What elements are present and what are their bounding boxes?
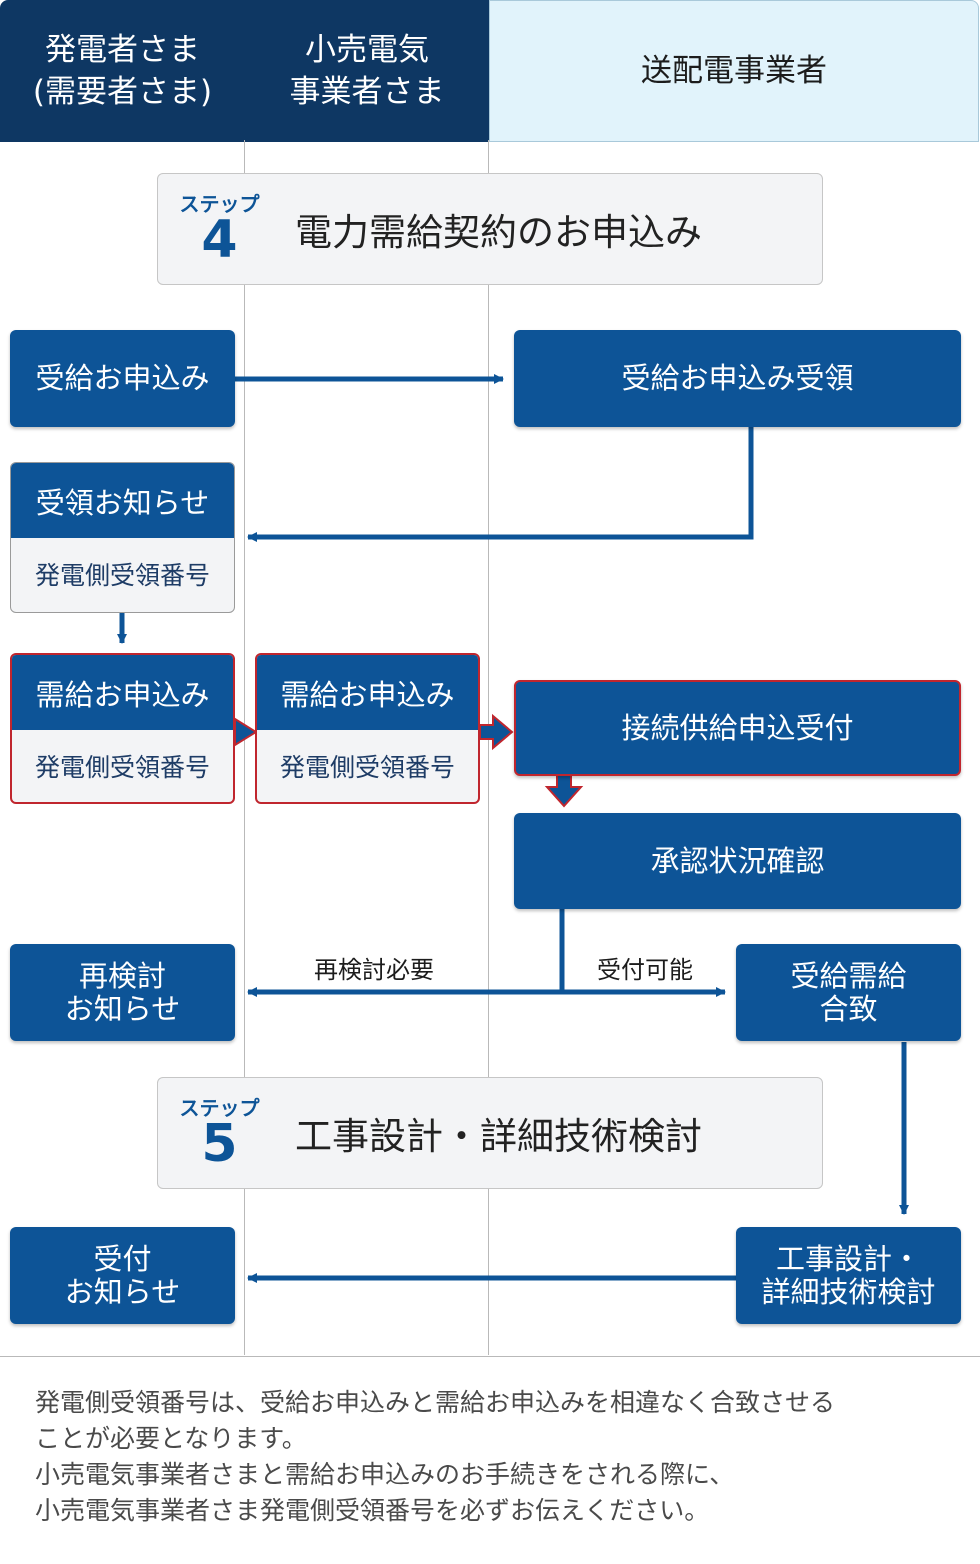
- lane-divider-2: [488, 140, 489, 1355]
- lane-header-transmission: 送配電事業者: [489, 0, 979, 142]
- receipt-notice-box: 受領お知らせ 発電側受領番号: [10, 462, 235, 613]
- demand-apply-retailer-box: 需給お申込み 発電側受領番号: [255, 653, 480, 804]
- receipt-notice-title: 受領お知らせ: [11, 463, 234, 538]
- note-divider: [0, 1356, 980, 1357]
- demand-apply-generator-box: 需給お申込み 発電側受領番号: [10, 653, 235, 804]
- footnote-line: 小売電気事業者さま発電側受領番号を必ずお伝えください。: [35, 1496, 710, 1525]
- approval-check-box: 承認状況確認: [514, 813, 961, 909]
- arrow-gen-to-retail: [234, 717, 258, 747]
- demand-apply-generator-title: 需給お申込み: [12, 655, 233, 730]
- lane-header-generator: 発電者さま (需要者さま): [0, 0, 245, 142]
- footnote: 発電側受領番号は、受給お申込みと需給お申込みを相違なく合致させる ことが必要とな…: [35, 1385, 955, 1529]
- step-4-banner: ステップ 4 電力需給契約のお申込み: [157, 173, 823, 285]
- step-number: 4: [201, 210, 238, 270]
- step-5-banner: ステップ 5 工事設計・詳細技術検討: [157, 1077, 823, 1189]
- accept-notice-box: 受付 お知らせ: [10, 1227, 235, 1324]
- footnote-line: ことが必要となります。: [35, 1424, 307, 1453]
- connection-accept-box: 接続供給申込受付: [514, 680, 961, 776]
- arrow-retail-to-connection: [479, 713, 514, 751]
- reexam-notice-box: 再検討 お知らせ: [10, 944, 235, 1041]
- receipt-notice-number: 発電側受領番号: [34, 561, 210, 590]
- apply-supply-received-box: 受給お申込み受領: [514, 330, 961, 427]
- arrow-received-to-notice: [247, 427, 754, 542]
- arrow-connection-to-approval: [544, 774, 584, 808]
- lane-header-retailer: 小売電気 事業者さま: [245, 0, 489, 142]
- step-title: 電力需給契約のお申込み: [295, 211, 702, 254]
- footnote-line: 発電側受領番号は、受給お申込みと需給お申込みを相違なく合致させる: [35, 1388, 836, 1417]
- design-review-box: 工事設計・ 詳細技術検討: [736, 1227, 961, 1324]
- lane-divider-1: [244, 140, 245, 1355]
- demand-apply-generator-number: 発電側受領番号: [34, 753, 210, 782]
- footnote-line: 小売電気事業者さまと需給お申込みのお手続きをされる際に、: [35, 1460, 735, 1489]
- reexam-needed-label: 再検討必要: [314, 956, 434, 984]
- step-number: 5: [201, 1114, 238, 1174]
- demand-apply-retailer-number: 発電側受領番号: [279, 753, 455, 782]
- demand-apply-retailer-title: 需給お申込み: [257, 655, 478, 730]
- step-label: ステップ: [179, 1096, 260, 1120]
- apply-supply-box: 受給お申込み: [10, 330, 235, 427]
- step-title: 工事設計・詳細技術検討: [295, 1115, 702, 1158]
- step-label: ステップ: [179, 192, 260, 216]
- acceptable-label: 受付可能: [597, 956, 693, 984]
- supply-match-box: 受給需給 合致: [736, 944, 961, 1041]
